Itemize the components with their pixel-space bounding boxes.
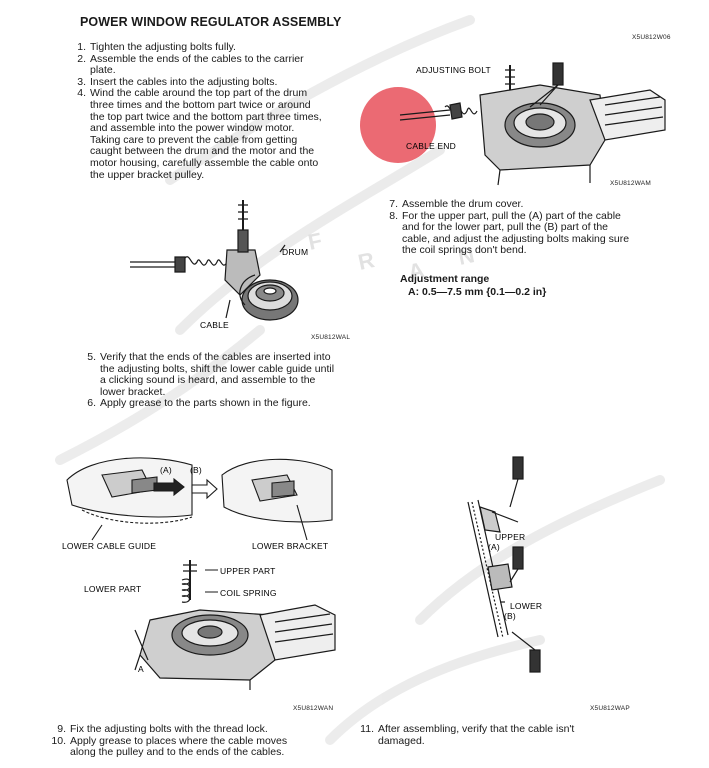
step-number: 5. (87, 351, 96, 363)
step-line: lower bracket. (100, 385, 166, 398)
label-upper: UPPER (495, 532, 525, 542)
step-item: 2. Assemble the ends of the cables to the… (70, 52, 370, 77)
label-lower-cable-guide: LOWER CABLE GUIDE (62, 541, 156, 551)
steps-mid: 5. Verify that the ends of the cables are… (80, 351, 370, 410)
step-number: 11. (360, 723, 374, 735)
label-b-mark: (B) (190, 465, 202, 475)
step-item: 10. Apply grease to places where the cabl… (50, 734, 350, 759)
step-item: 5. Verify that the ends of the cables are… (80, 351, 370, 398)
page-title: POWER WINDOW REGULATOR ASSEMBLY (80, 15, 342, 29)
step-line: Fix the adjusting bolts with the thread … (70, 723, 268, 735)
label-lower-bracket: LOWER BRACKET (252, 541, 328, 551)
label-drum: DRUM (282, 247, 308, 257)
fig-code-4: X5U812WAP (590, 705, 630, 712)
label-adjusting-bolt: ADJUSTING BOLT (416, 65, 491, 75)
figure-adjusting-bolt: ADJUSTING BOLT CABLE END (390, 45, 680, 195)
label-a-mark: (A) (160, 465, 172, 475)
fig-code-1: X5U812W06 (632, 34, 671, 41)
step-line: the upper bracket pulley. (90, 168, 205, 181)
step-line: and for the lower part, pull the (B) par… (402, 221, 609, 234)
step-number: 2. (77, 52, 86, 65)
step-text: For the upper part, pull the (A) part of… (402, 209, 672, 257)
steps-bottom-left: 9. Fix the adjusting bolts with the threa… (50, 723, 350, 759)
step-line: and assemble into the power window motor… (90, 122, 295, 135)
step-text: Wind the cable around the top part of th… (90, 88, 370, 181)
label-a-letter: A (138, 664, 144, 674)
label-upper-part: UPPER PART (220, 566, 276, 576)
step-text: Apply grease to places where the cable m… (70, 734, 350, 759)
step-item: 8. For the upper part, pull the (A) part … (382, 209, 672, 257)
label-b-mark-2: (B) (504, 611, 516, 621)
step-text: Tighten the adjusting bolts fully. (90, 41, 370, 54)
step-line: Assemble the drum cover. (402, 198, 524, 210)
step-line: caught between the drum and the motor an… (90, 145, 315, 158)
step-line: After assembling, verify that the cable … (378, 723, 575, 735)
steps-top: 1. Tighten the adjusting bolts fully. 2. As… (70, 41, 370, 181)
adjustment-value: A: 0.5—7.5 mm {0.1—0.2 in} (408, 286, 547, 298)
label-cable-end: CABLE END (406, 141, 456, 151)
step-text: Apply grease to the parts shown in the f… (100, 398, 370, 410)
step-line: the top part twice and the bottom part t… (90, 110, 322, 123)
step-text: Fix the adjusting bolts with the thread … (70, 723, 350, 736)
step-number: 1. (77, 41, 86, 53)
step-item: 9. Fix the adjusting bolts with the threa… (50, 723, 350, 736)
step-text: Insert the cables into the adjusting bol… (90, 75, 370, 89)
fig-code-3: X5U812WAN (293, 705, 334, 712)
fig-code-1b: X5U812WAM (610, 180, 651, 187)
adjustment-title: Adjustment range (400, 273, 490, 285)
step-line: Apply grease to places where the cable m… (70, 734, 288, 747)
label-a-mark-2: (A) (488, 542, 500, 552)
step-number: 3. (77, 75, 86, 88)
step-number: 8. (389, 209, 398, 222)
step-line: Tighten the adjusting bolts fully. (90, 41, 236, 53)
steps-right: 7. Assemble the drum cover. 8. For the uppe… (382, 198, 672, 257)
label-coil-spring: COIL SPRING (220, 588, 277, 598)
step-line: the adjusting bolts, shift the lower cab… (100, 362, 335, 375)
step-item: 6. Apply grease to the parts shown in the… (80, 398, 370, 410)
step-text: After assembling, verify that the cable … (378, 723, 658, 747)
step-text: Assemble the drum cover. (402, 198, 672, 211)
step-line: along the pulley and to the ends of the … (70, 746, 285, 759)
step-line: Assemble the ends of the cables to the c… (90, 52, 304, 65)
step-line: motor housing, carefully assemble the ca… (90, 156, 319, 169)
step-text: Assemble the ends of the cables to the c… (90, 52, 370, 77)
step-number: 9. (57, 723, 66, 735)
label-cable: CABLE (200, 320, 229, 330)
fig-code-2: X5U812WAL (311, 334, 351, 341)
step-line: Wind the cable around the top part of th… (90, 87, 308, 100)
step-line: Insert the cables into the adjusting bol… (90, 75, 278, 88)
step-number: 6. (87, 397, 96, 410)
step-item: 3. Insert the cables into the adjusting b… (70, 75, 370, 89)
step-item: 11. After assembling, verify that the cab… (358, 723, 658, 747)
figure-lower-cable-guide: (A) (B) LOWER CABLE GUIDE LOWER BRACKET (62, 445, 352, 555)
step-line: damaged. (378, 734, 425, 747)
step-line: Apply grease to the parts shown in the f… (100, 397, 311, 410)
step-line: cable, and adjust the adjusting bolts ma… (402, 232, 630, 245)
step-text: Verify that the ends of the cables are i… (100, 351, 370, 398)
step-number: 7. (389, 198, 398, 210)
step-number: 4. (77, 87, 86, 100)
step-line: the coil springs don't bend. (402, 244, 527, 257)
step-line: Verify that the ends of the cables are i… (100, 351, 331, 363)
step-line: Taking care to prevent the cable from ge… (90, 133, 298, 146)
step-item: 4. Wind the cable around the top part of … (70, 88, 370, 181)
figure-regulator-rail: UPPER (A) LOWER (B) (450, 452, 630, 690)
label-lower-part: LOWER PART (84, 584, 141, 594)
figure-drum-cable: DRUM CABLE (130, 200, 360, 345)
label-lower: LOWER (510, 601, 542, 611)
step-item: 1. Tighten the adjusting bolts fully. (70, 41, 370, 54)
step-line: a clicking sound is heard, and assemble … (100, 374, 316, 387)
step-line: plate. (90, 64, 116, 77)
step-number: 10. (51, 734, 66, 747)
step-line: three times and the bottom part twice or… (90, 98, 311, 111)
steps-bottom-right: 11. After assembling, verify that the cab… (358, 723, 658, 747)
step-line: For the upper part, pull the (A) part of… (402, 209, 621, 222)
step-item: 7. Assemble the drum cover. (382, 198, 672, 211)
figure-motor-coil-spring: UPPER PART COIL SPRING LOWER PART A (80, 560, 350, 695)
